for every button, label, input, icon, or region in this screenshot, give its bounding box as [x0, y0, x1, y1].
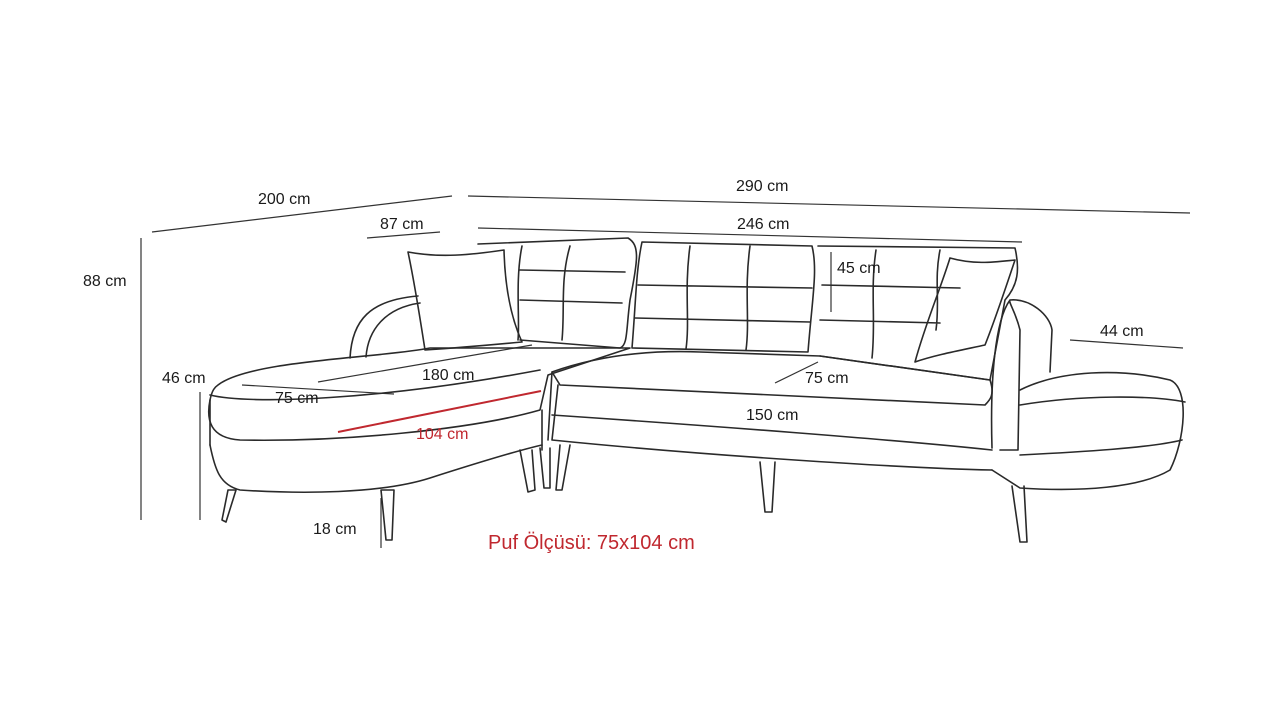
label-width-total: 290 cm: [736, 178, 788, 195]
label-back-width: 246 cm: [737, 216, 789, 233]
left-arm: [349, 295, 419, 359]
main-seat: [551, 350, 993, 406]
dim-line-seat-depth: [774, 361, 819, 384]
main-base: [547, 371, 993, 471]
dim-line-width-total: [467, 195, 1191, 214]
dim-line-end-width: [1069, 339, 1184, 349]
right-pillow: [914, 257, 1016, 363]
dim-line-chaise-depth: [241, 384, 395, 395]
left-pillow: [407, 249, 523, 351]
dim-line-chaise-back: [366, 231, 441, 239]
label-chaise-depth: 75 cm: [275, 390, 319, 407]
legs: [221, 444, 1028, 543]
dim-line-chaise-length: [317, 344, 533, 383]
right-arm: [990, 299, 1053, 451]
label-chaise-length: 180 cm: [422, 367, 474, 384]
right-back-cushion: [817, 245, 1019, 381]
label-pouf-length: 104 cm: [416, 426, 468, 443]
dim-line-depth-total: [151, 195, 453, 233]
label-seat-height: 46 cm: [162, 370, 206, 387]
pouf-size-note: Puf Ölçüsü: 75x104 cm: [488, 532, 695, 554]
chaise-base: [209, 444, 543, 494]
label-back-cushion-height: 45 cm: [837, 260, 881, 277]
middle-back-cushion: [631, 241, 816, 353]
dim-line-back-width: [477, 227, 1023, 243]
dimension-lines: [140, 195, 1191, 548]
right-end-platform: [991, 371, 1184, 491]
label-seat-depth: 75 cm: [805, 370, 849, 387]
label-seat-width: 150 cm: [746, 407, 798, 424]
label-chaise-back-width: 87 cm: [380, 216, 424, 233]
label-leg-height: 18 cm: [313, 521, 357, 538]
dim-line-pouf-length: [337, 390, 542, 433]
sofa-outline: [207, 237, 1186, 543]
label-height-total: 88 cm: [83, 273, 127, 290]
label-depth-total: 200 cm: [258, 191, 310, 208]
label-end-width: 44 cm: [1100, 323, 1144, 340]
chaise-back-cushion: [477, 237, 638, 349]
